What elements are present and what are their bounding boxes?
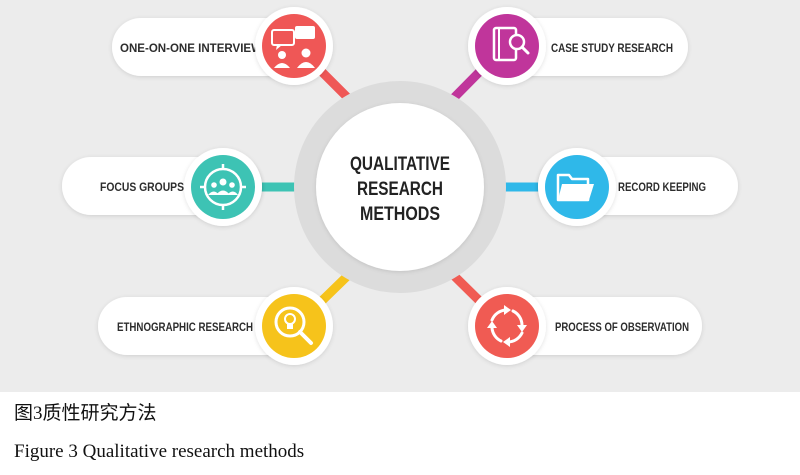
method-label-interview: ONE-ON-ONE INTERVIEW: [120, 41, 263, 55]
qualitative-methods-diagram: ONE-ON-ONE INTERVIEW CASE STUDY RESEARCH…: [0, 0, 800, 392]
focus-group-icon: [184, 148, 262, 226]
center-title-line-1: QUALITATIVE: [350, 154, 450, 175]
lightbulb-magnifier-icon: [255, 287, 333, 365]
interview-icon: [255, 7, 333, 85]
method-label-focus-groups: FOCUS GROUPS: [100, 180, 184, 194]
method-label-ethnographic: ETHNOGRAPHIC RESEARCH: [117, 320, 253, 334]
figure-caption-english: Figure 3 Qualitative research methods: [14, 441, 305, 462]
method-label-observation: PROCESS OF OBSERVATION: [555, 320, 689, 334]
center-hub: QUALITATIVE RESEARCH METHODS: [294, 81, 506, 293]
method-label-record-keeping: RECORD KEEPING: [618, 180, 706, 194]
method-label-case-study: CASE STUDY RESEARCH: [551, 41, 673, 55]
folder-icon: [538, 148, 616, 226]
case-study-icon: [468, 7, 546, 85]
refresh-cycle-icon: [468, 287, 546, 365]
center-title-line-3: METHODS: [360, 204, 440, 225]
center-title-line-2: RESEARCH: [357, 179, 443, 200]
figure-caption-chinese: 图3质性研究方法: [14, 403, 157, 424]
